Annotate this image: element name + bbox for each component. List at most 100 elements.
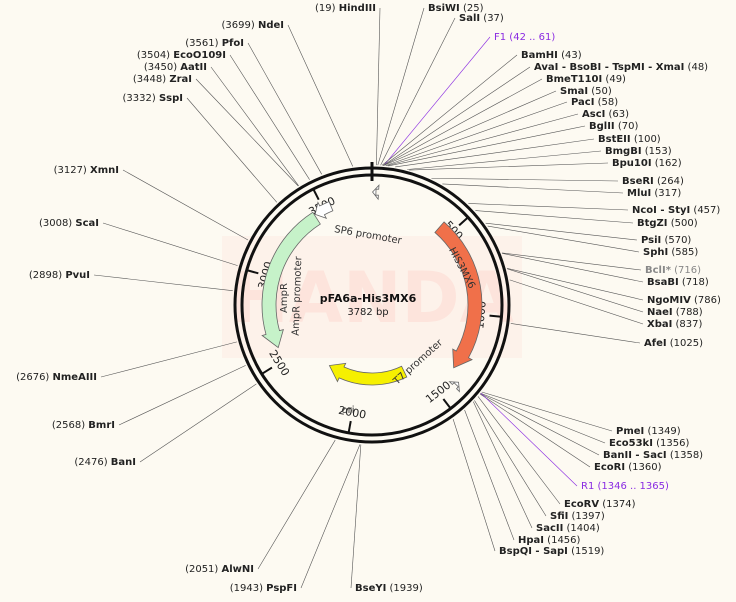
sp6-promoter-feature [372, 184, 380, 201]
site-leader-line [300, 444, 361, 589]
site-label-ngomiv: NgoMIV (786) [647, 295, 721, 306]
site-label-avai-bsobi-tspmi-xmai: AvaI - BsoBI - TspMI - XmaI (48) [534, 62, 708, 73]
site-leader-line [480, 392, 578, 487]
site-label-eco53ki: Eco53kI (1356) [609, 438, 689, 449]
site-label-ecoo109i: (3504) EcoO109I [137, 50, 226, 61]
site-leader-line [473, 401, 533, 529]
site-label-asci: AscI (63) [582, 109, 629, 120]
site-leader-line [464, 409, 515, 541]
ampr-label: AmpR [279, 283, 290, 313]
site-label-f1: F1 (42 .. 61) [494, 32, 555, 43]
site-label-hpai: HpaI (1456) [518, 535, 581, 546]
site-label-pvui: (2898) PvuI [29, 270, 90, 281]
site-label-xmni: (3127) XmnI [54, 165, 119, 176]
site-label-pmei: PmeI (1349) [616, 426, 681, 437]
site-label-bglii: BglII (70) [589, 121, 638, 132]
plasmid-name: pFA6a-His3MX6 [320, 292, 417, 305]
site-leader-line [501, 252, 642, 271]
site-label-sphi: SphI (585) [643, 247, 698, 258]
site-leader-line [386, 113, 579, 167]
site-leader-line [487, 225, 640, 253]
site-leader-line [102, 222, 238, 266]
site-leader-line [118, 365, 246, 426]
scale-tick-mark [489, 314, 502, 318]
site-label-sali: SalI (37) [459, 13, 504, 24]
site-label-bspqi-sapi: BspQI - SapI (1519) [499, 546, 604, 557]
site-label-sacii: SacII (1404) [536, 523, 600, 534]
site-leader-line [380, 17, 456, 166]
site-leader-line [407, 150, 602, 170]
site-leader-line [383, 78, 543, 166]
site-label-smai: SmaI (50) [560, 86, 612, 97]
site-leader-line [385, 101, 568, 166]
his3mx6-feature [434, 221, 483, 369]
site-label-sfii: SfiI (1397) [550, 511, 605, 522]
site-label-pspfi: (1943) PspFI [230, 583, 297, 594]
scale-tick-label: 2000 [337, 404, 367, 422]
restriction-sites: (19) HindIII (3699) NdeI (3561) PfoI(3504)… [16, 3, 721, 594]
site-label-r1: R1 (1346 .. 1365) [581, 481, 669, 492]
site-label-hindiii: (19) HindIII [315, 3, 376, 14]
site-label-psii: PsiI (570) [641, 235, 691, 246]
site-leader-line [480, 393, 600, 456]
site-label-ndei: (3699) NdeI [222, 20, 284, 31]
site-label-zrai: (3448) ZraI [133, 74, 192, 85]
site-label-bpu10i: Bpu10I (162) [612, 158, 682, 169]
site-label-bcli: BclI* (716) [645, 265, 701, 276]
site-leader-line [122, 169, 249, 241]
ampr-feature [261, 211, 321, 349]
site-leader-line [382, 66, 531, 166]
site-leader-line [93, 274, 233, 292]
site-leader-line [431, 177, 619, 182]
site-label-nmeaiii: (2676) NmeAIII [16, 372, 97, 383]
site-leader-line [442, 183, 624, 194]
site-leader-line [477, 396, 561, 505]
site-label-btgzi: BtgZI (500) [637, 218, 698, 229]
scale-tick-mark [347, 420, 352, 434]
site-label-bsteii: BstEII (100) [598, 134, 661, 145]
site-leader-line [381, 54, 518, 166]
site-label-bmet110i: BmeT110I (49) [546, 74, 626, 85]
site-leader-line [507, 268, 644, 313]
site-label-ecori: EcoRI (1360) [594, 462, 662, 473]
ori-label: ori [341, 405, 354, 416]
ampr-promoter-label: AmpR promoter [291, 255, 305, 336]
site-leader-line [383, 90, 557, 166]
site-leader-line [377, 7, 425, 166]
scale-tick-mark [261, 366, 273, 375]
site-leader-line [229, 54, 310, 180]
site-label-afei: AfeI (1025) [644, 338, 703, 349]
site-label-banii-saci: BanII - SacI (1358) [603, 450, 703, 461]
site-label-bsiwi: BsiWI (25) [428, 3, 484, 14]
site-leader-line [409, 162, 609, 171]
scale-tick-mark [442, 398, 452, 410]
site-leader-line [247, 42, 323, 175]
t7-promoter-feature [448, 381, 460, 393]
site-label-bseyi: BseYI (1939) [355, 583, 423, 594]
site-leader-line [510, 323, 641, 344]
site-label-bmgbi: BmgBI (153) [605, 146, 672, 157]
site-label-pfoi: (3561) PfoI [185, 38, 244, 49]
site-label-mlui: MluI (317) [627, 188, 681, 199]
site-label-bmri: (2568) BmrI [52, 420, 115, 431]
site-leader-line [481, 391, 613, 432]
site-leader-line [502, 253, 644, 283]
ampr-promoter-feature [314, 201, 334, 220]
site-leader-line [509, 279, 644, 325]
site-label-bamhi: BamHI (43) [521, 50, 582, 61]
scale-tick-mark [312, 188, 320, 201]
site-label-ecorv: EcoRV (1374) [564, 499, 636, 510]
site-leader-line [287, 24, 354, 167]
site-leader-line [195, 78, 299, 187]
scale-tick-mark [246, 269, 259, 275]
site-leader-line [395, 138, 595, 168]
site-leader-line [257, 439, 336, 570]
site-leader-line [210, 66, 299, 186]
site-leader-line [383, 36, 491, 166]
site-leader-line [186, 97, 278, 203]
ori-feature [328, 362, 408, 386]
site-leader-line [376, 7, 381, 166]
site-leader-line [388, 125, 586, 167]
site-label-ncoi-styi: NcoI - StyI (457) [632, 205, 720, 216]
